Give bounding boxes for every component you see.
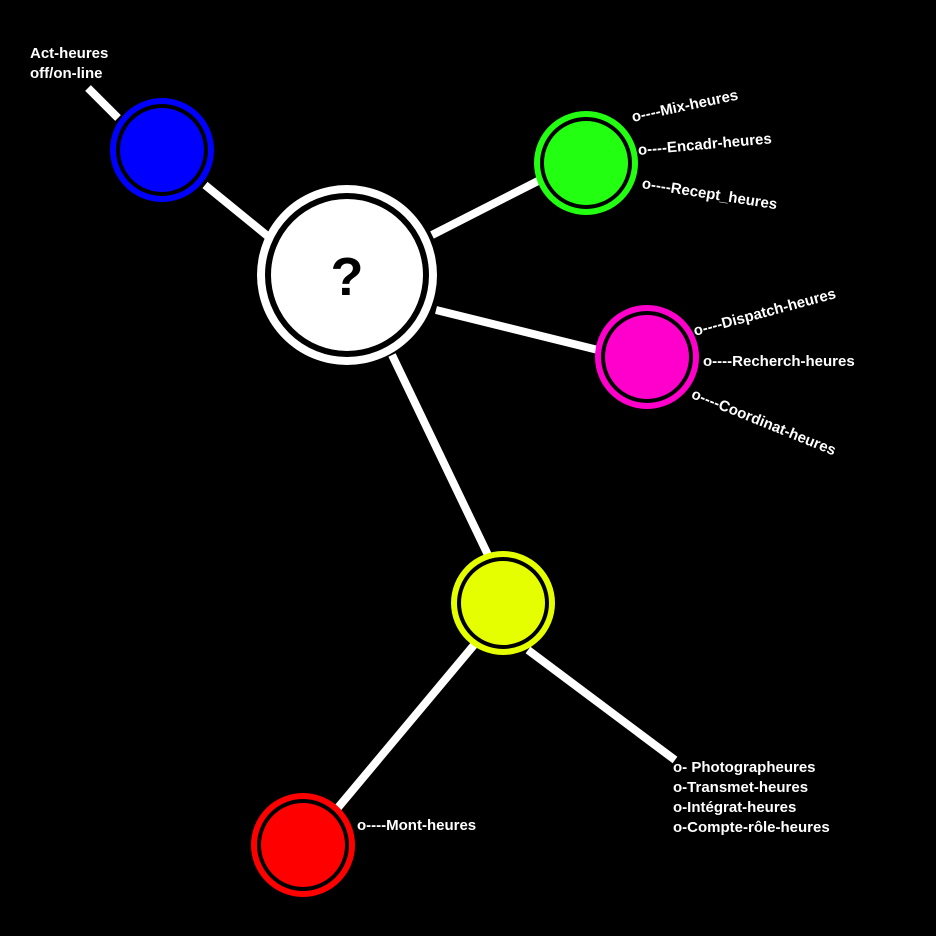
center-node-label: ? xyxy=(331,247,364,307)
yellow-label-4: o-Compte-rôle-heures xyxy=(673,819,830,836)
magenta-node xyxy=(595,305,699,409)
green-node xyxy=(534,111,638,215)
link-center-green xyxy=(430,176,542,239)
link-center-yellow xyxy=(388,353,492,557)
yellow-label-1: o- Photographeures xyxy=(673,759,816,776)
link-center-blue xyxy=(202,181,273,242)
red-node xyxy=(251,793,355,897)
link-yellow-red xyxy=(332,642,478,813)
link-yellow-right xyxy=(525,646,678,764)
yellow-node xyxy=(451,551,555,655)
blue-label-2: off/on-line xyxy=(30,65,103,82)
blue-node xyxy=(110,98,214,202)
yellow-label-3: o-Intégrat-heures xyxy=(673,799,797,816)
center-node: ? xyxy=(257,185,437,365)
link-center-magenta xyxy=(435,306,599,354)
red-label-1: o----Mont-heures xyxy=(357,817,477,834)
link-blue-stub xyxy=(85,85,121,121)
yellow-label-group: o- Photographeures o-Transmet-heures o-I… xyxy=(673,758,830,838)
links xyxy=(85,85,678,813)
yellow-label-2: o-Transmet-heures xyxy=(673,779,809,796)
blue-label-group: Act-heures off/on-line xyxy=(30,44,108,84)
magenta-label-2: o----Recherch-heures xyxy=(703,353,855,370)
blue-label-1: Act-heures xyxy=(30,45,109,62)
